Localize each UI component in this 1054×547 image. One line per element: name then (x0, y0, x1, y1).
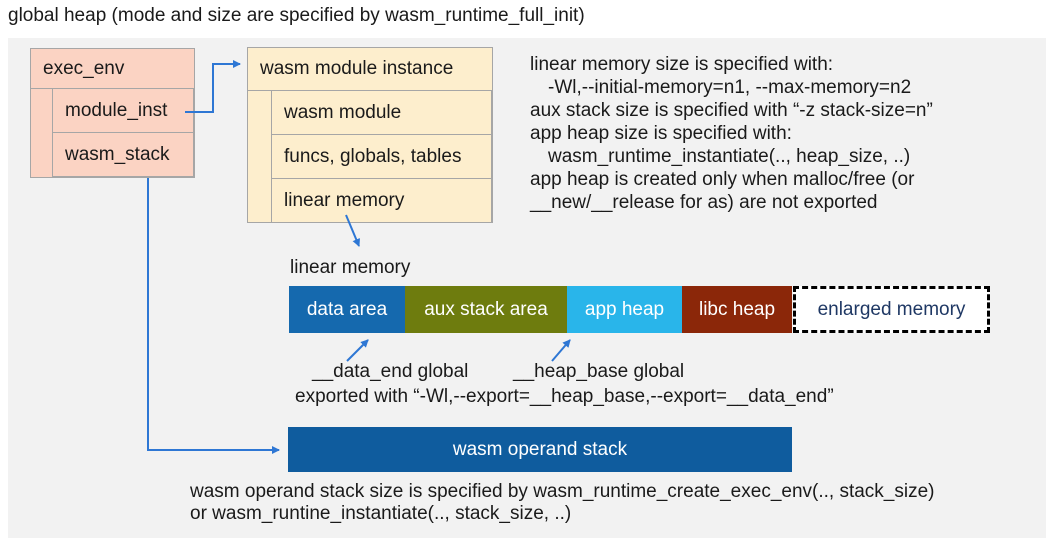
note-line: aux stack size is specified with “-z sta… (530, 100, 933, 121)
exec-env-row-module-inst: module_inst (52, 88, 194, 133)
note-line: wasm operand stack size is specified by … (190, 481, 935, 502)
size-notes-block: linear memory size is specified with: -W… (530, 53, 933, 214)
linear-memory-bar: data area aux stack area app heap libc h… (289, 286, 792, 333)
heap-base-global-label: __heap_base global (513, 361, 685, 382)
note-line: linear memory size is specified with: (530, 54, 834, 75)
note-line: -Wl,--initial-memory=n1, --max-memory=n2 (548, 77, 912, 98)
wasm-module-instance-header: wasm module instance (248, 48, 492, 91)
segment-libc-heap: libc heap (682, 286, 792, 333)
data-end-global-label: __data_end global (312, 361, 469, 382)
row-wasm-module: wasm module (271, 90, 492, 135)
exec-env-header: exec_env (31, 49, 194, 89)
note-line: app heap size is specified with: (530, 123, 792, 144)
segment-app-heap: app heap (567, 286, 682, 333)
row-funcs-globals-tables: funcs, globals, tables (271, 134, 492, 179)
segment-aux-stack-area: aux stack area (405, 286, 567, 333)
segment-data-area: data area (289, 286, 405, 333)
note-line: wasm_runtime_instantiate(.., heap_size, … (548, 146, 911, 167)
diagram-title: global heap (mode and size are specified… (8, 5, 585, 26)
linear-memory-label: linear memory (290, 257, 411, 278)
wasm-operand-stack-bar: wasm operand stack (288, 427, 792, 472)
segment-enlarged-memory: enlarged memory (793, 286, 990, 333)
exported-with-label: exported with “-Wl,--export=__heap_base,… (295, 386, 834, 407)
note-line: app heap is created only when malloc/fre… (530, 169, 915, 190)
note-line: __new/__release for as) are not exported (530, 192, 878, 213)
exec-env-box: exec_env module_inst wasm_stack (30, 48, 195, 178)
exec-env-row-wasm-stack: wasm_stack (52, 132, 194, 177)
row-linear-memory: linear memory (271, 178, 492, 223)
wasm-module-instance-box: wasm module instance wasm module funcs, … (247, 47, 493, 223)
operand-stack-notes-block: wasm operand stack size is specified by … (190, 481, 935, 525)
note-line: or wasm_runtine_instantiate(.., stack_si… (190, 503, 572, 524)
